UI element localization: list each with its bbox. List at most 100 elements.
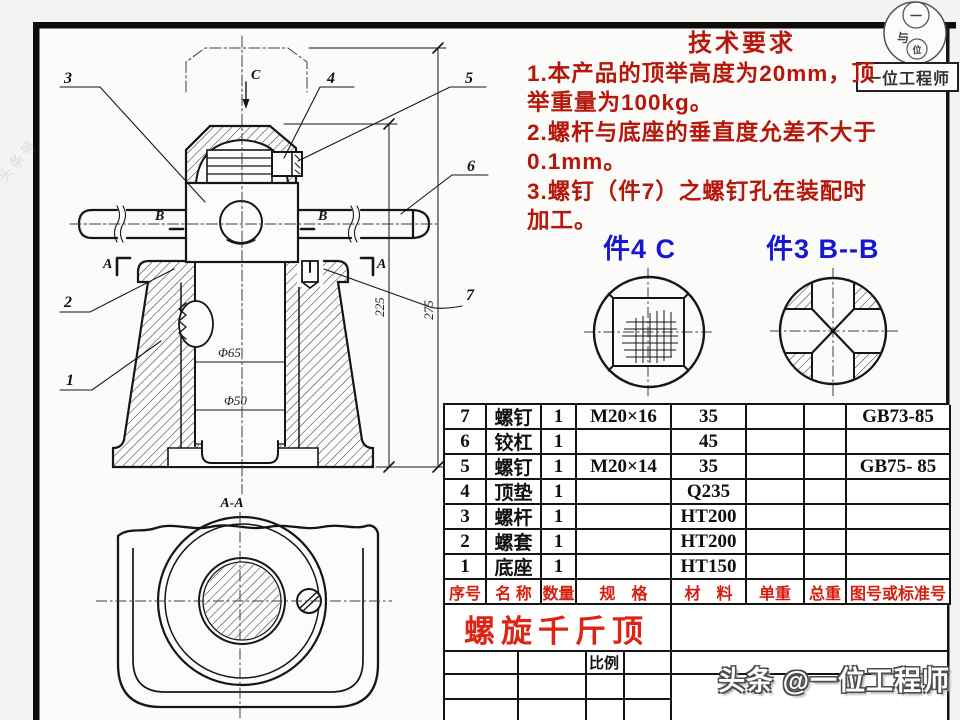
table-cell (805, 505, 847, 530)
detail-view-c (584, 268, 714, 398)
label-c: C (251, 68, 261, 83)
part-callouts (59, 86, 489, 391)
callout-7: 7 (466, 287, 475, 304)
technical-requirements: 技术要求 1.本产品的顶举高度为20mm，顶 举重量为100kg。 2.螺杆与底… (527, 29, 957, 235)
engineer-logo: 一 与 位 (883, 1, 947, 65)
table-cell (577, 530, 672, 555)
view-arrow-c: C (242, 68, 261, 109)
table-cell (747, 505, 805, 530)
table-cell: 顶垫 (487, 480, 542, 505)
table-cell: 7 (445, 405, 487, 430)
requirement-line: 0.1mm。 (527, 149, 627, 175)
table-cell (805, 530, 847, 555)
table-header-cell: 图号或标准号 (847, 580, 951, 605)
table-cell (847, 555, 951, 580)
handle-hole (219, 200, 263, 244)
detail-label-part3-bb: 件3 B--B (766, 234, 880, 264)
table-cell (805, 555, 847, 580)
table-header-cell: 单重 (747, 580, 805, 605)
table-cell: 5 (445, 455, 487, 480)
section-aa-view: A-A (96, 496, 392, 718)
logo-char-1: 一 (910, 9, 922, 23)
table-cell (805, 430, 847, 455)
table-cell: 1 (542, 505, 577, 530)
table-cell: 螺钉 (487, 405, 542, 430)
table-cell (577, 480, 672, 505)
table-cell: 4 (445, 480, 487, 505)
table-cell: GB75- 85 (847, 455, 951, 480)
table-cell: GB73-85 (847, 405, 951, 430)
table-cell: 1 (542, 455, 577, 480)
table-cell: 螺套 (487, 530, 542, 555)
table-cell: Q235 (672, 480, 747, 505)
requirement-line: 1.本产品的顶举高度为20mm，顶 (527, 61, 876, 86)
table-header-cell: 序号 (445, 580, 487, 605)
table-header-cell: 总重 (805, 580, 847, 605)
label-a-left: A (102, 257, 112, 272)
table-cell: 1 (445, 555, 487, 580)
table-cell: HT200 (672, 530, 747, 555)
table-cell (747, 480, 805, 505)
table-cell: HT200 (672, 505, 747, 530)
table-cell: 35 (672, 405, 747, 430)
product-title: 螺旋千斤顶 (464, 613, 649, 649)
table-cell (847, 480, 951, 505)
divider (947, 605, 949, 720)
callout-5: 5 (465, 70, 473, 87)
logo-char-3: 位 (912, 44, 921, 55)
table-cell: HT150 (672, 555, 747, 580)
callout-4: 4 (326, 70, 335, 87)
screw-5 (271, 151, 303, 177)
dim-275: 275 (421, 300, 436, 320)
table-cell: M20×16 (577, 405, 672, 430)
table-cell (577, 505, 672, 530)
table-cell: M20×14 (577, 455, 672, 480)
watermark-bottom-right: 头条 @一位工程师 (718, 666, 950, 696)
divider (443, 650, 949, 652)
detail-view-bb (770, 268, 898, 396)
table-cell (805, 405, 847, 430)
table-cell: 45 (672, 430, 747, 455)
callout-1: 1 (66, 372, 74, 389)
table-cell: 3 (445, 505, 487, 530)
table-cell: 2 (445, 530, 487, 555)
table-cell (805, 455, 847, 480)
table-cell: 6 (445, 430, 487, 455)
table-cell: 螺杆 (487, 505, 542, 530)
label-b-right: B (317, 209, 327, 224)
table-cell: 1 (542, 480, 577, 505)
table-cell: 铰杠 (487, 430, 542, 455)
requirement-line: 2.螺杆与底座的垂直度允差不大于 (527, 119, 877, 145)
table-cell (847, 530, 951, 555)
logo-char-2: 与 (897, 31, 909, 45)
label-aa: A-A (219, 496, 243, 511)
knurl-pattern (622, 310, 678, 363)
table-cell: 35 (672, 455, 747, 480)
callout-6: 6 (467, 158, 475, 175)
engineer-logo-box: 一位工程师 (856, 62, 959, 92)
table-cell (847, 505, 951, 530)
divider (443, 698, 670, 700)
table-header-cell: 材 料 (672, 580, 747, 605)
divider (443, 605, 445, 720)
divider (443, 673, 949, 675)
table-cell (577, 555, 672, 580)
detail-label-part4-c: 件4 C (603, 234, 677, 264)
label-b-left: B (154, 209, 164, 224)
sheet-frame (33, 22, 956, 720)
dim-d65: Φ65 (218, 345, 241, 360)
thread-detail (178, 300, 214, 348)
callout-3: 3 (63, 70, 72, 87)
table-cell: 1 (542, 555, 577, 580)
divider (623, 650, 625, 720)
divider (670, 605, 672, 720)
divider (517, 650, 519, 720)
label-a-right: A (376, 257, 386, 272)
requirement-line: 举重量为100kg。 (527, 90, 714, 116)
set-screw-7 (297, 258, 323, 289)
table-cell (747, 555, 805, 580)
table-cell (747, 455, 805, 480)
table-cell (747, 530, 805, 555)
